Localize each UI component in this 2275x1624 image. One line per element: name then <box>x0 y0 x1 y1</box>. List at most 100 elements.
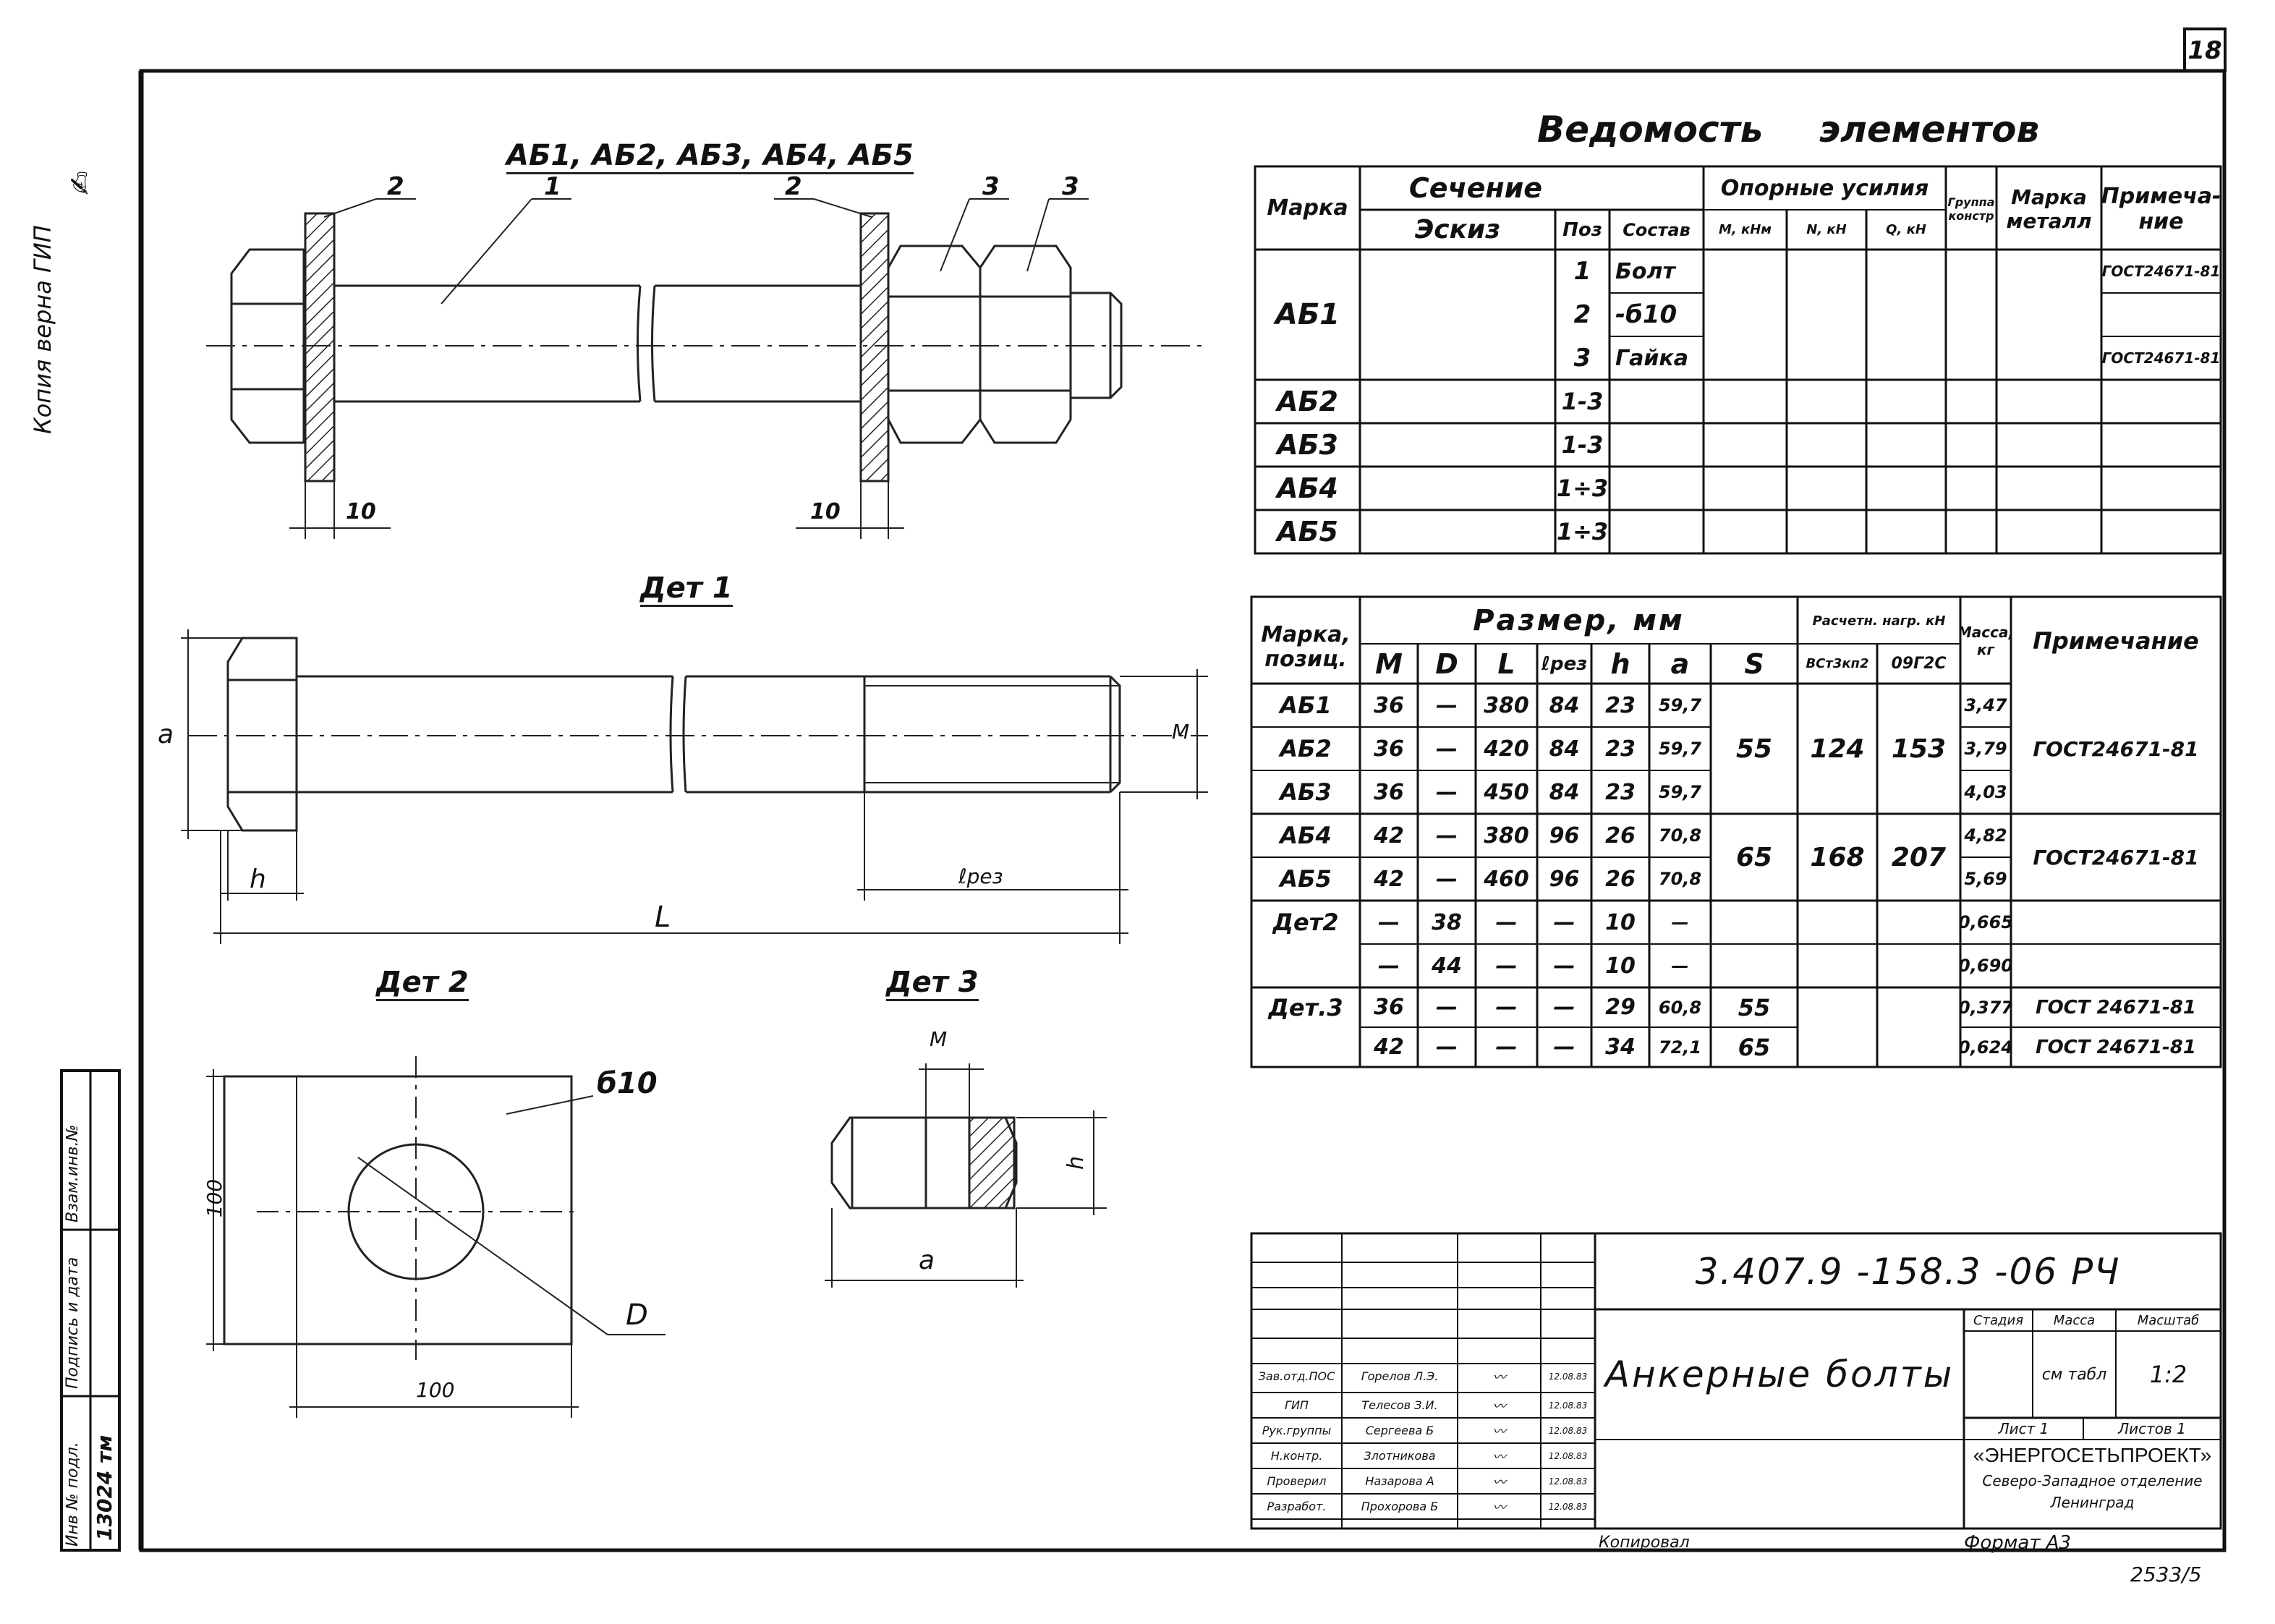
dim-text: D <box>626 1298 648 1332</box>
sheet-format-text: Формат А3 <box>1964 1532 2072 1554</box>
cell-text: -б10 <box>1615 300 1677 329</box>
sizes-header-m: M <box>1360 644 1418 684</box>
doc-name: Анкерные болты <box>1595 1309 1964 1440</box>
dim-text: h <box>250 864 266 894</box>
cell-text: 2 <box>1573 300 1591 329</box>
sizes-header-09g2s: 09Г2С <box>1877 644 1960 684</box>
det1-dim-m: M <box>1172 720 1189 744</box>
vedomost-row-sostav: Гайка <box>1609 336 1704 380</box>
leader-text: 2 <box>785 172 802 201</box>
dim-washer-right: 10 <box>810 499 841 524</box>
header-text: Марка, позиц. <box>1261 622 1351 672</box>
vedomost-row-marka: АБ2 <box>1255 380 1360 423</box>
vedomost-row-poz: 1-3 <box>1555 380 1609 423</box>
copied-by-text: Копировал <box>1599 1534 1690 1552</box>
vedomost-header-poz: Поз <box>1555 210 1609 250</box>
sign-signature-icon: 〰 <box>1492 1424 1506 1440</box>
value-text: 1:2 <box>2149 1361 2187 1388</box>
vedomost-header-sostav: Состав <box>1609 210 1704 250</box>
header-text: Примечание <box>2033 627 2199 655</box>
det1-title-text: Дет 1 <box>640 571 733 605</box>
leader-text: 1 <box>544 172 561 201</box>
vedomost-header-metall: Марка металл <box>1997 168 2101 250</box>
value-text: Листов 1 <box>2118 1420 2186 1437</box>
vedomost-grid <box>1254 165 2222 555</box>
sizes-cell-h: 26 <box>1605 866 1636 892</box>
sizes-cell-M: 42 <box>1374 866 1404 892</box>
sizes-cell-marka: АБ4 <box>1280 822 1332 849</box>
sizes-cell-h: 23 <box>1605 736 1636 762</box>
sizes-header-razmer: Размер, мм <box>1360 598 1798 643</box>
vedomost-row-sostav: -б10 <box>1609 293 1704 336</box>
sizes-cell-a: 72,1 <box>1658 1037 1702 1058</box>
vedomost-title-text: Ведомость элементов <box>1537 109 2040 150</box>
sizes-cell-lrez: 84 <box>1549 692 1580 718</box>
sizes-cell-a: — <box>1671 912 1689 932</box>
sizes-cell-L: — <box>1495 953 1518 979</box>
signature-gip: ✍ <box>64 171 98 195</box>
header-text: Марка металл <box>2006 184 2092 233</box>
sizes-header-prim: Примечание <box>2011 598 2221 684</box>
header-text: Группа констр <box>1947 195 1995 223</box>
sign-date: 12.08.83 <box>1548 1371 1588 1382</box>
sizes-cell-h: 26 <box>1605 822 1636 849</box>
sizes-cell-D: — <box>1436 1034 1458 1060</box>
copy-verified-note: Копия верна ГИП <box>29 174 56 434</box>
sizes-cell-L: — <box>1495 909 1518 935</box>
det2-drawing <box>206 1056 666 1418</box>
det3-dim-h: h <box>1063 1156 1089 1170</box>
header-text: S <box>1744 647 1764 680</box>
leader-label-bolt: 1 <box>544 172 561 201</box>
header-text: Состав <box>1623 219 1691 240</box>
cell-text: АБ5 <box>1277 516 1338 548</box>
side-stamp-inv-orig: Инв № подл. <box>64 1402 82 1547</box>
dim-text: 100 <box>203 1178 227 1218</box>
sizes-cell-massa: 3,79 <box>1964 739 2007 759</box>
archive-number: 2533/5 <box>2130 1563 2202 1586</box>
sizes-cell-L: 380 <box>1484 692 1529 718</box>
sizes-cell-a: — <box>1671 956 1689 976</box>
det3-dim-a: a <box>919 1246 935 1275</box>
vedomost-header-opornye: Опорные усилия <box>1704 168 1946 208</box>
label-text: Масштаб <box>2137 1312 2200 1328</box>
page-number: 18 <box>2185 30 2225 71</box>
side-stamp-sign-date: Подпись и дата <box>64 1230 82 1389</box>
vedomost-header-sechenie: Сечение <box>1360 168 1591 208</box>
det2-title-text: Дет 2 <box>376 966 469 999</box>
sign-date: 12.08.83 <box>1548 1450 1588 1461</box>
vedomost-title: Ведомость элементов <box>1537 109 2039 150</box>
header-text: Марка <box>1267 195 1348 221</box>
vedomost-row-poz: 2 <box>1555 293 1609 336</box>
sign-role: Проверил <box>1267 1474 1327 1488</box>
sizes-cell-lrez: 84 <box>1549 779 1580 805</box>
sizes-group-s: 65 <box>1735 842 1773 872</box>
org-sub-text: Северо-Западное отделение <box>1982 1472 2203 1489</box>
sizes-cell-D: — <box>1436 995 1458 1020</box>
det1-title: Дет 1 <box>640 571 733 607</box>
sizes-group-prim: ГОСТ24671-81 <box>2033 845 2199 870</box>
header-text: Эскиз <box>1414 215 1501 245</box>
det1-dim-lrez: ℓрез <box>958 864 1003 888</box>
sizes-cell-D: — <box>1436 692 1458 718</box>
cell-text: АБ1 <box>1275 298 1340 331</box>
sizes-group-09g2s: 153 <box>1891 734 1947 764</box>
header-text: Поз <box>1562 218 1602 241</box>
sizes-det3-prim: ГОСТ 24671-81 <box>2036 996 2196 1019</box>
sizes-cell-marka <box>1251 944 1360 987</box>
header-text: N, кН <box>1806 222 1847 237</box>
vedomost-row-marka: АБ3 <box>1255 423 1360 467</box>
sizes-header-marka: Марка, позиц. <box>1251 611 1360 684</box>
sizes-det3-prim: ГОСТ 24671-81 <box>2036 1036 2196 1058</box>
archive-number-text: 2533/5 <box>2130 1563 2202 1586</box>
sizes-group-09g2s: 207 <box>1891 842 1947 872</box>
sign-signature-icon: 〰 <box>1492 1369 1506 1385</box>
sizes-cell-massa: 4,03 <box>1964 782 2007 802</box>
sizes-cell-h: 23 <box>1605 779 1636 805</box>
org-sub: Северо-Западное отделение <box>1964 1470 2221 1492</box>
vedomost-header-q: Q, кН <box>1866 210 1946 250</box>
vedomost-header-n: N, кН <box>1787 210 1866 250</box>
sizes-cell-a: 70,8 <box>1658 825 1702 846</box>
value-text: см табл <box>2041 1365 2107 1384</box>
sizes-cell-h: 10 <box>1605 909 1636 935</box>
